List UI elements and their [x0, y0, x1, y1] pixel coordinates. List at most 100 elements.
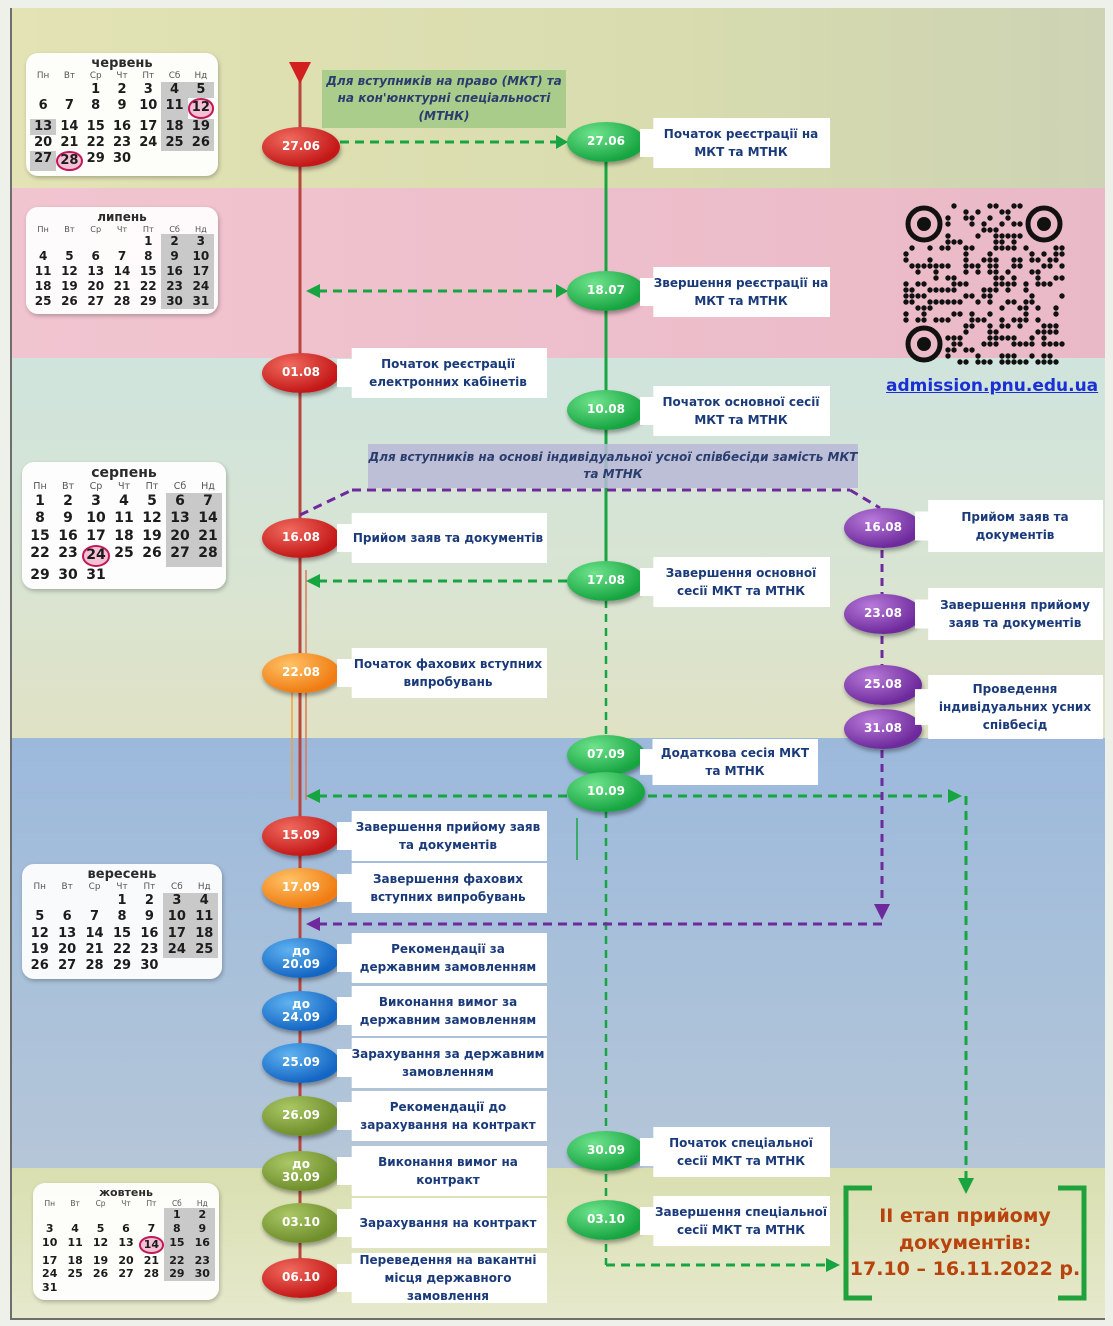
calendar-day: 5 [96, 1222, 105, 1236]
calendar-day: 17 [86, 527, 106, 544]
calendar-day: 31 [187, 294, 214, 310]
weekday-header: Нд [196, 1199, 208, 1208]
interview-date-oval: 16.08 [844, 508, 922, 548]
calendar-day: 11 [34, 264, 52, 279]
calendar-day: 28 [85, 958, 104, 974]
weekday-header: Вт [70, 1199, 80, 1208]
calendar-day: 22 [112, 941, 132, 957]
calendar-day: 25 [114, 545, 134, 562]
calendar-day: 12 [30, 925, 49, 941]
calendar-day: 28 [113, 294, 131, 309]
calendar-day: 19 [92, 1253, 109, 1267]
calendar-day: 24 [187, 279, 214, 295]
second-stage-title: ІІ етап прийому [879, 1205, 1051, 1228]
calendar-day: 7 [90, 909, 100, 925]
calendar-day: 8 [35, 510, 45, 527]
calendar-day: 6 [62, 909, 72, 925]
calendar-day: 31 [42, 1281, 58, 1295]
calendar-day: 2 [189, 1208, 215, 1223]
calendar-day: 23 [161, 279, 188, 295]
event-label: Початок реєстрації електронних кабінетів [337, 348, 547, 398]
weekday-header: Нд [194, 224, 207, 234]
event-label: Прийом заяв та документів [337, 513, 547, 563]
frame-left-border [10, 8, 12, 1318]
weekday-header: Чт [116, 71, 128, 81]
calendar-month-title: вересень [87, 867, 157, 882]
calendar-day: 7 [147, 1222, 156, 1236]
calendar-day: 19 [187, 118, 214, 135]
weekday-header: Чт [116, 882, 128, 892]
calendar-month-title: серпень [91, 465, 157, 481]
event-label: Початок фахових вступних випробувань [337, 648, 547, 698]
weekday-header: Ср [88, 882, 101, 892]
event-label: Рекомендації до зарахування на контракт [337, 1091, 547, 1141]
calendar-day: 11 [190, 909, 218, 926]
calendar-day: 21 [143, 1253, 160, 1267]
calendar-day: 3 [187, 234, 214, 250]
calendar-day: 27 [118, 1267, 134, 1281]
arrow-left-icon [306, 789, 320, 803]
calendar-day: 18 [161, 118, 188, 135]
calendar-day: 6 [38, 98, 48, 114]
calendar-day: 13 [58, 925, 77, 941]
weekday-header: Вт [64, 224, 75, 234]
calendar-blank [139, 1208, 164, 1222]
calendar-day: 25 [34, 294, 52, 309]
calendar-day: 24 [139, 134, 158, 150]
calendar-day: 12 [92, 1235, 109, 1249]
calendar-day: 9 [117, 98, 127, 114]
calendar-day: 30 [58, 566, 78, 583]
calendar-day: 26 [61, 294, 78, 309]
calendar-day: 23 [58, 545, 78, 562]
calendar-day: 29 [139, 294, 157, 309]
calendar-day: 9 [161, 249, 188, 265]
interview-label: Проведення індивідуальних усних співбесі… [915, 675, 1103, 739]
calendar-blank [62, 1208, 87, 1222]
calendar-day: 10 [163, 909, 191, 926]
note-mkt: Для вступників на право (МКТ) та на кон'… [322, 70, 566, 128]
calendar-day: 30 [189, 1267, 215, 1282]
calendar-day: 18 [114, 527, 134, 544]
calendar-day: 17 [163, 925, 191, 942]
second-stage-subtitle: документів: [898, 1231, 1032, 1254]
calendar-day: 18 [190, 925, 218, 942]
calendar-day: 26 [187, 134, 214, 152]
mkt-date-oval: 03.10 [567, 1200, 645, 1240]
calendar-day: 23 [189, 1253, 215, 1268]
calendar-day: 29 [164, 1267, 190, 1282]
calendar-day: 29 [30, 566, 50, 583]
calendar-day: 6 [91, 249, 100, 264]
calendar-day: 15 [112, 925, 132, 941]
calendar-day: 18 [34, 279, 52, 294]
arrow-right-icon [556, 284, 568, 298]
calendar-day: 13 [87, 264, 105, 279]
arrow-right-icon [556, 135, 568, 149]
weekday-header: Сб [168, 71, 181, 81]
calendar-blank [37, 1208, 62, 1222]
event-date-red: 06.10 [262, 1258, 340, 1298]
weekday-header: Вт [63, 71, 76, 81]
mkt-label: Завершення основної сесії МКТ та МТНК [640, 557, 830, 607]
website-link[interactable]: admission.pnu.edu.ua [886, 376, 1099, 396]
calendar-day: 4 [190, 893, 218, 910]
arrow-down-icon [874, 904, 890, 920]
calendar-day: 21 [194, 527, 222, 546]
calendar-day: 21 [113, 279, 131, 294]
calendar-day: 16 [58, 527, 78, 544]
weekday-header: Вт [61, 882, 73, 892]
calendar-day: 17 [187, 264, 214, 280]
calendar-day: 31 [86, 566, 106, 583]
calendar-day: 19 [142, 527, 162, 544]
calendar-day: 2 [144, 893, 154, 909]
calendar-blank [88, 1208, 113, 1222]
interview-branch-right [849, 488, 881, 510]
calendar-day: 4 [119, 492, 129, 509]
arrow-left-icon [306, 284, 320, 298]
interview-branch-left [299, 488, 353, 517]
weekday-header: Пн [33, 481, 47, 492]
